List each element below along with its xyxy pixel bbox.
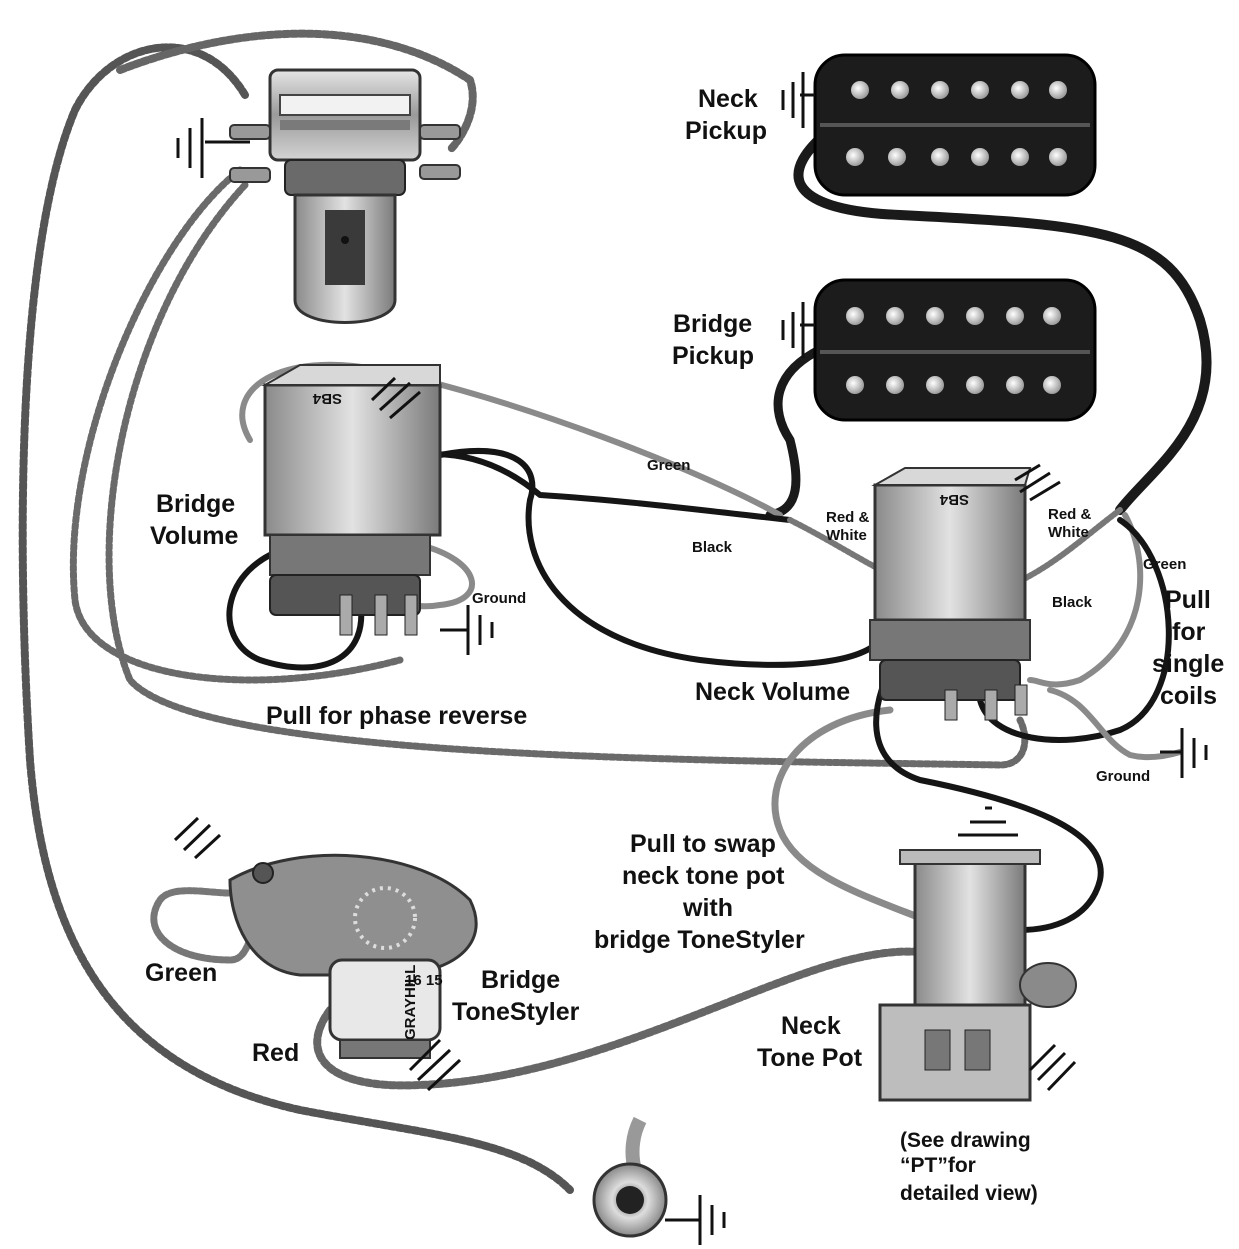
neck-pickup-label-line1: Neck	[698, 85, 758, 113]
single-coils-label-line3: single	[1152, 650, 1224, 678]
ground-symbols	[173, 72, 1208, 1245]
swap-tone-label-line3: with	[682, 894, 733, 922]
ground-symbol-bridge-pickup	[781, 302, 815, 358]
bridge-pickup-black-wire	[765, 340, 835, 520]
wire-label-black-top: Black	[692, 539, 733, 556]
black-wire-volume-crossover	[437, 448, 883, 668]
wire-label-red-white-right-line1: Red &	[1048, 506, 1092, 523]
neck-volume-label: Neck Volume	[695, 678, 850, 706]
neck-pickup-pole-pieces	[846, 81, 1067, 166]
ground-symbol-neck-pickup	[781, 72, 815, 128]
black-wire-bridge-volume-loop	[226, 542, 365, 671]
bridge-volume-pot: SB4	[261, 364, 442, 636]
component-labels: Neck Pickup Bridge Pickup Bridge Volume …	[145, 85, 1224, 1205]
wire-label-green-right: Green	[1143, 556, 1186, 573]
tonestyler-brand: GRAYHILL	[402, 965, 419, 1040]
bridge-pickup-label-line1: Bridge	[673, 310, 752, 338]
wire-labels: Green Black Ground Ground Red & White Re…	[472, 457, 1186, 785]
bridge-volume-pot-code: SB4	[312, 390, 342, 407]
see-drawing-note-line1: (See drawing	[900, 1129, 1031, 1152]
swap-tone-label-line4: bridge ToneStyler	[594, 926, 805, 954]
black-wire-bridge-volume	[417, 451, 793, 523]
ground-symbol-switch	[176, 118, 250, 178]
wire-label-red-white-left-line2: White	[826, 527, 867, 544]
gray-wire-neck-volume-to-tone-pot	[771, 706, 954, 934]
shielded-wire-switch-to-bridge-volume	[69, 166, 404, 684]
neck-tone-pot-label-line2: Tone Pot	[757, 1044, 863, 1072]
neck-pickup-black-wire	[793, 125, 1212, 515]
swap-tone-label-line1: Pull to swap	[630, 830, 776, 858]
ground-symbol-tonestyler-top	[173, 816, 222, 860]
neck-volume-pot: SB4	[869, 467, 1032, 721]
swap-tone-label-line2: neck tone pot	[622, 862, 785, 890]
tonestyler-numbers: 16 15	[405, 972, 443, 989]
wire-label-green-top: Green	[647, 457, 690, 474]
shielded-wire-top-loop	[116, 29, 477, 154]
wire-label-black-right: Black	[1052, 594, 1093, 611]
bridge-volume-label-line1: Bridge	[156, 490, 235, 518]
ground-symbol-neck-volume-top	[1014, 463, 1061, 502]
bridge-pickup	[813, 278, 1097, 422]
tonestyler-red-label: Red	[252, 1039, 299, 1067]
see-drawing-note-line2: “PT”for	[900, 1154, 976, 1177]
ground-symbol-neck-tone-bottom	[1028, 1043, 1077, 1092]
ground-symbol-bridge-volume-top	[370, 376, 421, 420]
single-coils-label-line1: Pull	[1165, 586, 1211, 614]
bridge-tonestyler: GRAYHILL 16 15	[228, 853, 478, 1059]
see-drawing-note-line3: detailed view)	[900, 1182, 1038, 1205]
output-jack	[592, 1116, 668, 1238]
ground-symbol-tonestyler-bottom	[408, 1038, 462, 1092]
wire-label-ground-left: Ground	[472, 590, 526, 607]
bridge-pickup-pole-pieces	[846, 307, 1061, 394]
ground-symbol-neck-tone-top	[958, 806, 1018, 837]
bridge-pickup-label-line2: Pickup	[672, 342, 754, 370]
neck-pickup-label-line2: Pickup	[685, 117, 767, 145]
green-wire-neck-volume	[1027, 512, 1144, 688]
black-wire-neck-volume-to-tone-pot	[873, 647, 1104, 933]
tonestyler-green-label: Green	[145, 959, 217, 987]
single-coils-label-line2: for	[1172, 618, 1206, 646]
bridge-tonestyler-label-line1: Bridge	[481, 966, 560, 994]
phase-reverse-label: Pull for phase reverse	[266, 702, 527, 730]
pickup-selector-switch	[229, 68, 461, 324]
multicolor-wire-tonestyler-to-tone-pot	[313, 947, 954, 1090]
bridge-volume-label-line2: Volume	[150, 522, 239, 550]
black-wire-neck-volume-right	[977, 517, 1172, 743]
ground-symbol-jack	[665, 1195, 726, 1245]
ground-symbol-neck-volume	[1160, 728, 1208, 778]
wire-label-red-white-right-line2: White	[1048, 524, 1089, 541]
ground-symbol-bridge-volume	[440, 605, 494, 655]
wire-label-red-white-left-line1: Red &	[826, 509, 870, 526]
bridge-tonestyler-label-line2: ToneStyler	[452, 998, 580, 1026]
neck-pickup	[813, 53, 1097, 197]
neck-tone-pot	[878, 849, 1077, 1102]
single-coils-label-line4: coils	[1160, 682, 1217, 710]
shielded-wire-switch-to-jack	[18, 43, 574, 1194]
neck-tone-pot-label-line1: Neck	[781, 1012, 841, 1040]
gray-wire-neck-ground	[1047, 687, 1183, 761]
wire-label-ground-right: Ground	[1096, 768, 1150, 785]
wires	[18, 29, 1212, 1194]
shielded-wire-switch-to-neck-volume	[105, 181, 1029, 769]
neck-volume-pot-code: SB4	[939, 491, 969, 508]
